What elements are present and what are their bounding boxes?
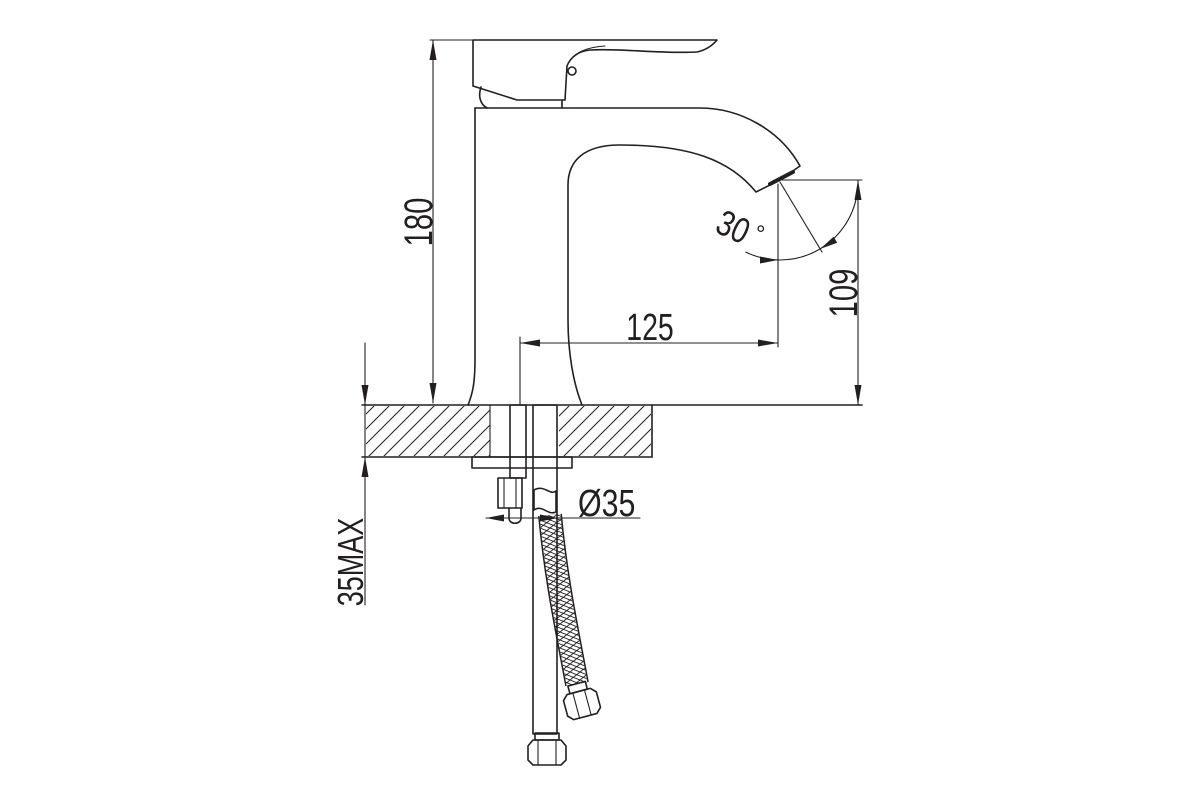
handle-lever-edge — [568, 45, 606, 63]
dim-109-label: 109 — [822, 269, 867, 318]
hose-main-nut-icon — [527, 739, 567, 766]
dim-180-arrow-bottom-icon — [429, 383, 437, 403]
countertop-hatch-left — [366, 406, 490, 456]
handle-cartridge-cap — [478, 86, 563, 109]
dimension-spout-height: 109 — [822, 179, 867, 406]
handle-outline — [472, 39, 718, 101]
hex-nut — [497, 477, 523, 509]
countertop-hatch-right — [559, 406, 651, 456]
hose-secondary-nut-icon — [562, 680, 602, 721]
dim-35max-label: 35MAX — [330, 518, 371, 606]
dim-109-arrow-bottom-icon — [854, 385, 862, 405]
angle-arrow-right-icon — [820, 236, 838, 249]
supply-hoses — [527, 404, 602, 766]
dim-125-label: 125 — [626, 307, 674, 349]
hose-branch-crimp — [533, 487, 557, 514]
dim-180-arrow-top-icon — [429, 40, 437, 60]
rod-end — [508, 507, 522, 525]
angle-spray-direction-line — [779, 181, 823, 253]
threaded-rod — [509, 404, 527, 479]
dim-35max-arrow-bottom-icon — [361, 457, 369, 477]
angle-arrow-left-icon — [760, 256, 778, 264]
dim-35max-arrow-top-icon — [361, 385, 369, 405]
faucet-handle — [472, 39, 718, 109]
handle-screw-icon — [567, 66, 577, 76]
hose-main — [532, 404, 558, 735]
dim-109-arrow-top-icon — [854, 180, 862, 200]
dimension-spout-angle: 30 ° — [710, 179, 863, 348]
mounting-hardware — [471, 404, 573, 525]
spout-aerator — [768, 170, 795, 186]
dim-180-label: 180 — [397, 198, 442, 247]
hose-secondary-nut-face-right — [583, 689, 592, 716]
dim-diameter-arrow-left-icon — [486, 514, 504, 522]
dim-diameter-label: Ø35 — [578, 483, 635, 525]
mounting-plate — [471, 456, 573, 469]
hose-secondary-nut — [562, 687, 602, 721]
dimension-reach: 125 — [519, 307, 779, 406]
dimension-height-total: 180 — [397, 39, 474, 404]
dimension-hole-diameter: Ø35 — [485, 483, 641, 525]
dim-125-arrow-left-icon — [520, 339, 540, 347]
dim-125-arrow-right-icon — [758, 339, 778, 347]
dim-diameter-arrow-right-icon — [540, 514, 558, 522]
angle-value-label: 30 — [710, 201, 756, 252]
angle-unit-label: ° — [756, 221, 766, 248]
faucet-body — [467, 107, 801, 406]
countertop-section — [361, 404, 863, 458]
body-left-edge — [467, 107, 476, 406]
dimension-counter-thickness: 35MAX — [330, 342, 371, 606]
body-spout-outline — [474, 107, 801, 406]
hose-secondary-braid — [539, 514, 588, 686]
hose-secondary-nut-face-left — [572, 692, 581, 719]
